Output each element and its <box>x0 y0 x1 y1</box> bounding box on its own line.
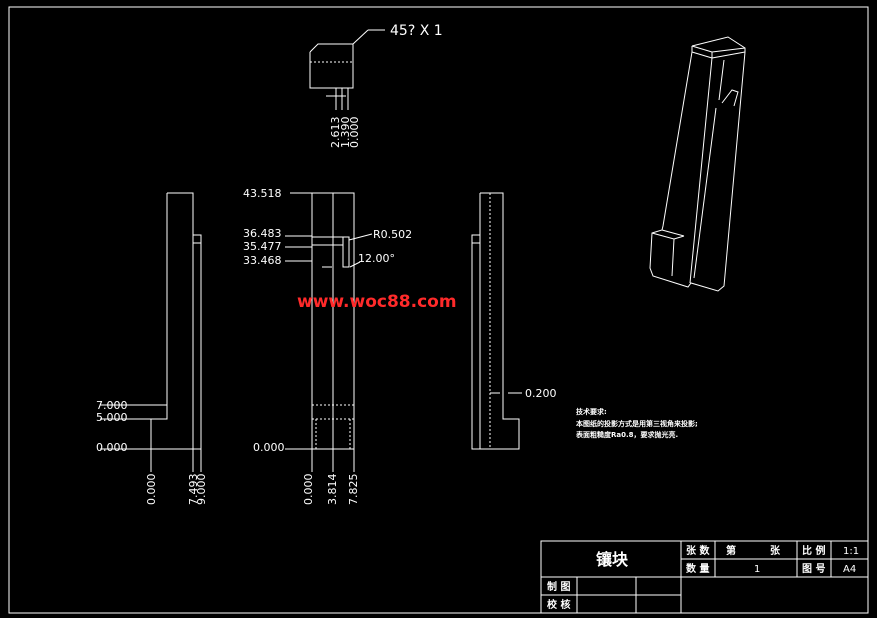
scale-value: 1:1 <box>843 546 859 557</box>
top-view: 45? X 1 2.613 1.390 0.000 <box>309 23 443 149</box>
top-dim-2: 1.390 <box>339 117 352 149</box>
left-dim-h3: 0.000 <box>96 441 128 454</box>
chamfer-leader <box>352 29 369 45</box>
iso-outline <box>649 36 746 292</box>
right-dim: 0.200 <box>525 387 557 400</box>
tech-notes-title: 技术要求: <box>576 407 607 416</box>
top-dim-3: 0.000 <box>348 117 361 149</box>
left-dim-h2: 5.000 <box>96 411 128 424</box>
right-view: 0.200 <box>471 192 557 450</box>
left-dim-h1: 7.000 <box>96 399 128 412</box>
right-view-outline <box>479 192 520 450</box>
front-view: 43.518 36.483 35.477 33.468 0.000 R0.502… <box>243 187 412 505</box>
watermark-text: www.woc88.com <box>297 292 457 312</box>
front-dim-w3: 7.825 <box>347 474 360 506</box>
left-view: 7.000 5.000 0.000 0.000 7.493 9.000 <box>96 192 208 506</box>
front-dim-w2: 3.814 <box>326 474 339 506</box>
sheet-no-label: 第 <box>726 544 736 557</box>
title-block: 镶块 张 数 第 张 比 例 1:1 数 量 1 图 号 A4 制 图 校 核 <box>540 540 869 614</box>
front-dim-h2: 36.483 <box>243 227 282 240</box>
qty-label: 数 量 <box>686 562 709 575</box>
tech-notes-line1: 本图纸的投影方式是用第三视角来投影; <box>575 419 698 428</box>
front-dim-h1: 43.518 <box>243 187 282 200</box>
front-dim-h4: 33.468 <box>243 254 282 267</box>
left-dim-w3: 9.000 <box>195 474 208 506</box>
left-dim-w2: 7.493 <box>187 474 200 506</box>
qty-value: 1 <box>754 564 760 575</box>
front-dim-h5: 0.000 <box>253 441 285 454</box>
isometric-view <box>649 36 746 292</box>
front-dim-angle: 12.00° <box>358 252 395 265</box>
front-dim-w1: 0.000 <box>302 474 315 506</box>
left-dim-w1: 0.000 <box>145 474 158 506</box>
front-dim-radius: R0.502 <box>373 228 412 241</box>
top-dim-1: 2.613 <box>329 117 342 149</box>
drawn-label: 制 图 <box>547 580 570 593</box>
scale-label: 比 例 <box>802 544 825 557</box>
drawing-no-label: 图 号 <box>802 563 825 575</box>
checked-label: 校 核 <box>547 598 570 611</box>
sheet-unit: 张 <box>770 544 781 557</box>
chamfer-note: 45? X 1 <box>390 23 443 39</box>
front-dim-h3: 35.477 <box>243 240 282 253</box>
drawing-no-value: A4 <box>843 564 856 575</box>
top-view-outline <box>309 43 354 89</box>
part-name: 镶块 <box>596 550 629 569</box>
tech-notes-line2: 表面粗糙度Ra0.8，要求抛光亮. <box>575 430 678 439</box>
sheet-border <box>8 6 869 614</box>
left-view-outline <box>150 192 194 450</box>
sheets-label: 张 数 <box>686 544 710 557</box>
